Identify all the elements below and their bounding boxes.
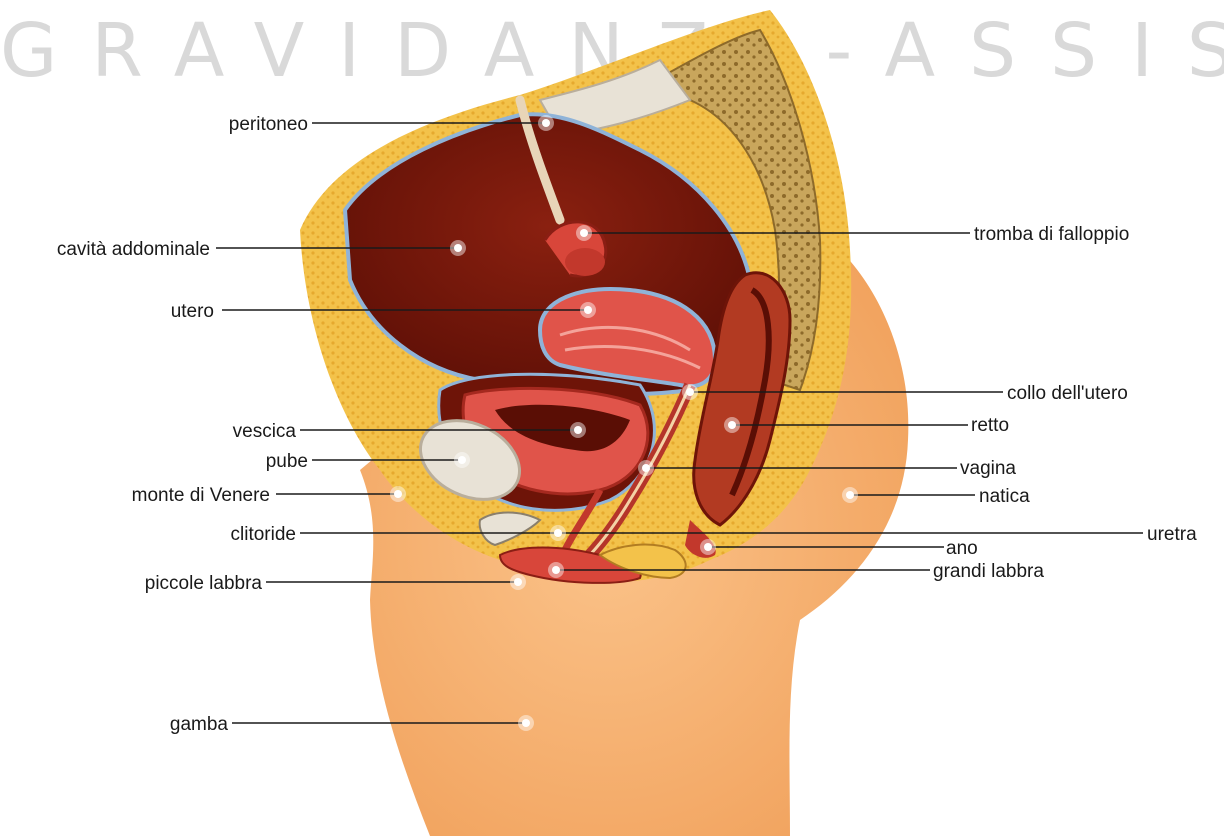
vagina-dot	[642, 464, 650, 472]
label-vagina: vagina	[960, 458, 1016, 479]
label-piccole-labbra: piccole labbra	[145, 573, 263, 594]
piccole-labbra-dot	[514, 578, 522, 586]
label-grandi-labbra: grandi labbra	[933, 561, 1044, 582]
label-cavita-addominale: cavità addominale	[57, 239, 210, 260]
label-utero: utero	[171, 301, 214, 322]
label-uretra: uretra	[1147, 524, 1197, 545]
label-vescica: vescica	[233, 421, 297, 442]
label-clitoride: clitoride	[231, 524, 296, 545]
label-retto: retto	[971, 415, 1009, 436]
retto-dot	[728, 421, 736, 429]
clitoride-dot	[554, 529, 562, 537]
label-peritoneo: peritoneo	[229, 114, 308, 135]
collo-dell-utero-dot	[686, 388, 694, 396]
grandi-labbra-dot	[552, 566, 560, 574]
label-ano: ano	[946, 538, 978, 559]
monte-di-venere-dot	[394, 490, 402, 498]
label-tromba-di-falloppio: tromba di falloppio	[974, 224, 1129, 245]
label-monte-di-venere: monte di Venere	[132, 485, 270, 506]
label-gamba: gamba	[170, 714, 229, 735]
cavita-addominale-dot	[454, 244, 462, 252]
tromba-di-falloppio-dot	[580, 229, 588, 237]
ano-dot	[704, 543, 712, 551]
gamba-dot	[522, 719, 530, 727]
peritoneo-dot	[542, 119, 550, 127]
utero-dot	[584, 306, 592, 314]
label-pube: pube	[266, 451, 308, 472]
pube-dot	[458, 456, 466, 464]
vescica-dot	[574, 426, 582, 434]
label-natica: natica	[979, 486, 1030, 507]
natica-dot	[846, 491, 854, 499]
label-collo-dell-utero: collo dell'utero	[1007, 383, 1128, 404]
